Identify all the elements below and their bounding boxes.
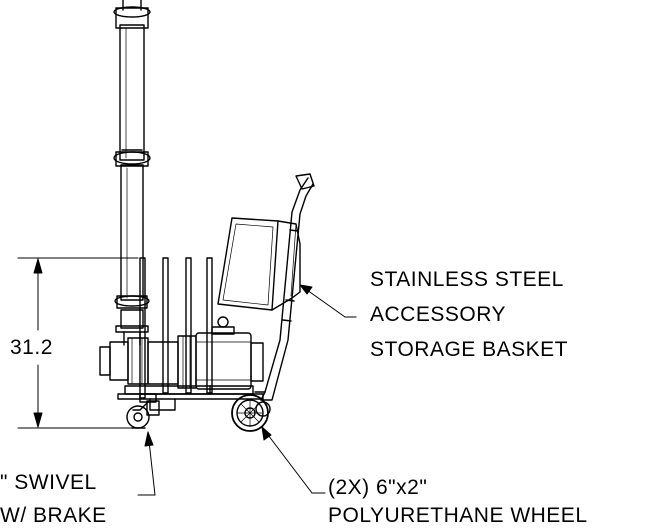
wheel-leader — [261, 426, 326, 494]
cart-frame — [254, 173, 315, 401]
wheel-callout-line2: POLYURETHANE WHEEL — [328, 504, 588, 527]
dimension-value: 31.2 — [10, 336, 53, 359]
swivel-caster — [126, 393, 160, 429]
caster-callout-line1: " SWIVEL — [0, 471, 97, 494]
polyurethane-wheel — [231, 394, 271, 432]
motor-assembly — [147, 316, 264, 390]
guide-rails — [139, 257, 213, 399]
storage-basket — [217, 217, 301, 311]
basket-callout-line2: ACCESSORY — [370, 303, 506, 326]
height-dimension — [17, 257, 139, 429]
basket-callout-line3: STORAGE BASKET — [370, 338, 568, 361]
basket-callout-line1: STAINLESS STEEL — [370, 268, 564, 291]
wheel-callout-line1: (2X) 6"x2" — [328, 476, 428, 499]
caster-leader — [137, 431, 156, 496]
vertical-pipe — [113, 0, 151, 346]
caster-callout-line2: W/ BRAKE — [0, 504, 107, 527]
basket-leader — [299, 284, 357, 318]
